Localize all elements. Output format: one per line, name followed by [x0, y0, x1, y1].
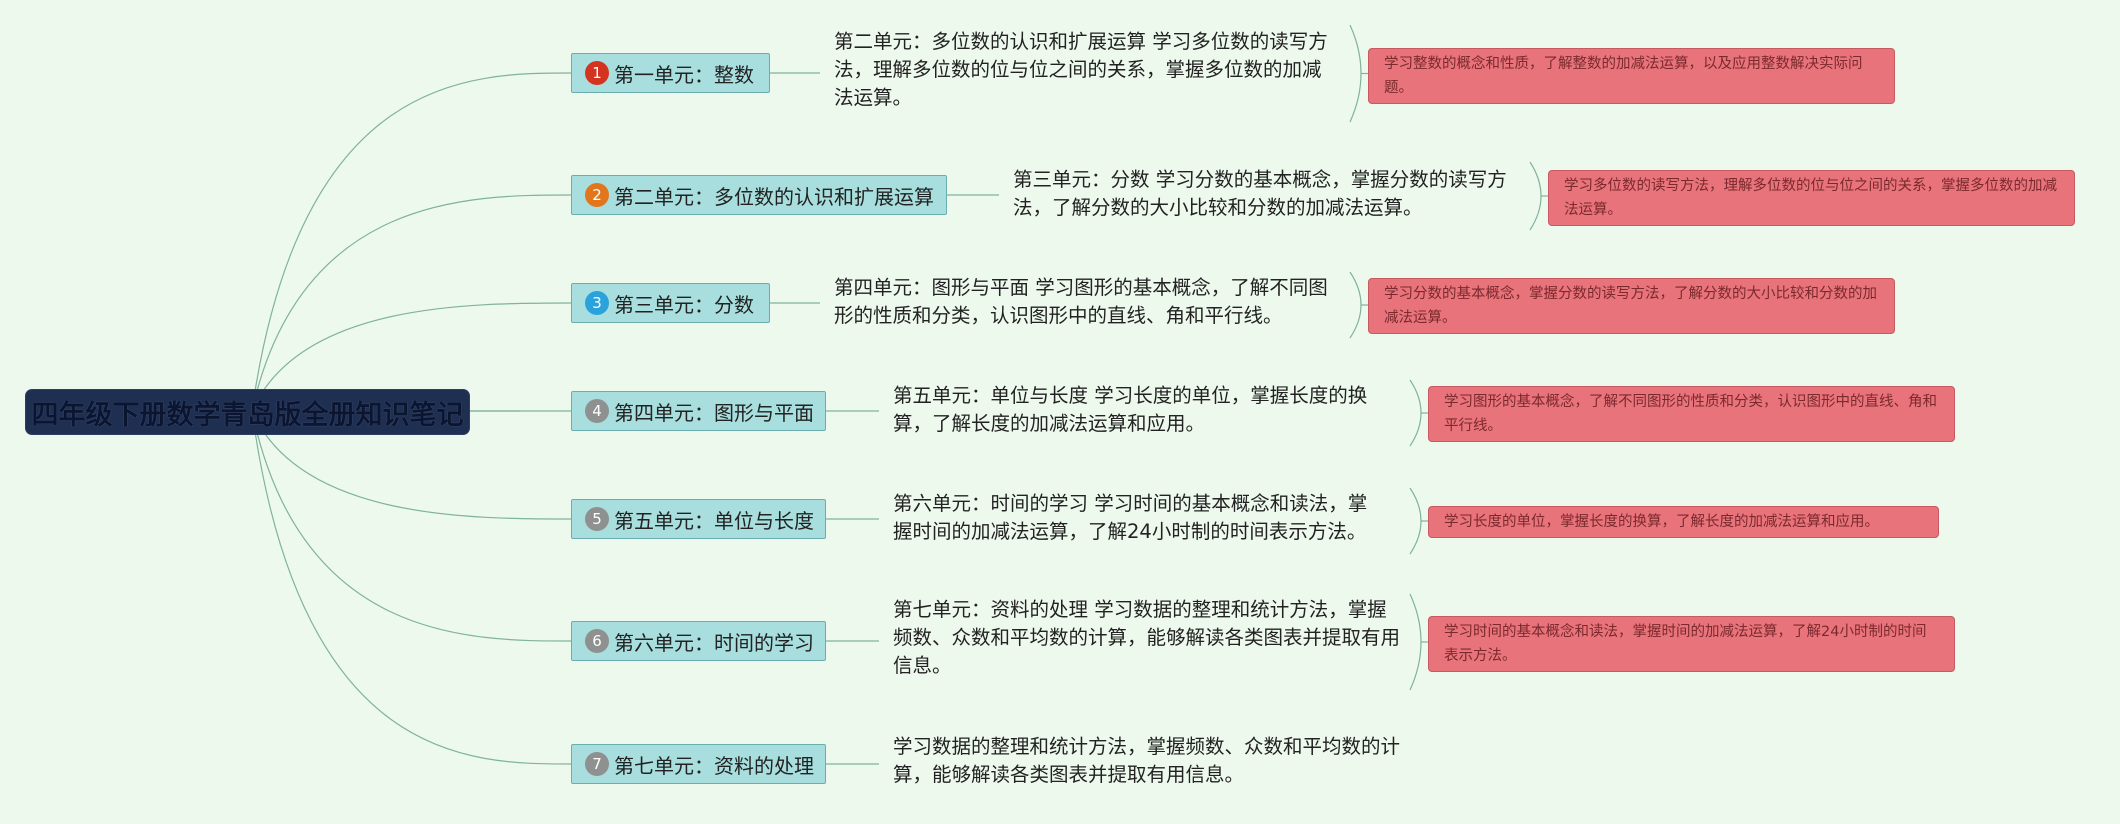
root-title: 四年级下册数学青岛版全册知识笔记 — [31, 399, 464, 431]
brace-line-3 — [1349, 271, 1362, 339]
number-badge: 7 — [585, 752, 609, 776]
summary-note-2[interactable]: 学习多位数的读写方法，理解多位数的位与位之间的关系，掌握多位数的加减法运算。 — [1548, 170, 2075, 226]
unit-description-1: 第二单元：多位数的认识和扩展运算 学习多位数的读写方法，理解多位数的位与位之间的… — [834, 30, 1328, 109]
brace-line-2 — [1529, 161, 1542, 231]
unit-label: 第三单元：分数 — [614, 292, 754, 317]
summary-note-5[interactable]: 学习长度的单位，掌握长度的换算，了解长度的加减法运算和应用。 — [1428, 506, 1939, 538]
branch-line-6 — [251, 410, 572, 642]
number-badge: 2 — [585, 183, 609, 207]
root-topic[interactable]: 四年级下册数学青岛版全册知识笔记 — [25, 389, 470, 435]
unit-description-2: 第三单元：分数 学习分数的基本概念，掌握分数的读写方法，了解分数的大小比较和分数… — [1013, 168, 1507, 219]
summary-note-3[interactable]: 学习分数的基本概念，掌握分数的读写方法，了解分数的大小比较和分数的加减法运算。 — [1368, 278, 1895, 334]
unit-description-6: 第七单元：资料的处理 学习数据的整理和统计方法，掌握频数、众数和平均数的计算，能… — [893, 598, 1401, 677]
unit-label: 第二单元：多位数的认识和扩展运算 — [614, 184, 934, 209]
unit-description-3: 第四单元：图形与平面 学习图形的基本概念，了解不同图形的性质和分类，认识图形中的… — [834, 276, 1328, 327]
brace-line-5 — [1409, 487, 1422, 555]
summary-note-4[interactable]: 学习图形的基本概念，了解不同图形的性质和分类，认识图形中的直线、角和平行线。 — [1428, 386, 1955, 442]
brace-line-6 — [1409, 593, 1422, 691]
number-badge: 5 — [585, 507, 609, 531]
branch-line-1 — [251, 72, 572, 412]
unit-description-4: 第五单元：单位与长度 学习长度的单位，掌握长度的换算，了解长度的加减法运算和应用… — [893, 384, 1368, 435]
number-badge: 1 — [585, 61, 609, 85]
branch-line-7 — [251, 410, 572, 765]
summary-note-6[interactable]: 学习时间的基本概念和读法，掌握时间的加减法运算，了解24小时制的时间表示方法。 — [1428, 616, 1955, 672]
number-badge: 4 — [585, 399, 609, 423]
unit-label: 第一单元：整数 — [614, 62, 754, 87]
brace-line-1 — [1349, 24, 1362, 123]
unit-label: 第四单元：图形与平面 — [614, 400, 814, 425]
unit-label: 第五单元：单位与长度 — [614, 508, 814, 533]
branch-line-3 — [251, 302, 572, 412]
unit-description-5: 第六单元：时间的学习 学习时间的基本概念和读法，掌握时间的加减法运算，了解24小… — [893, 492, 1368, 543]
unit-label: 第七单元：资料的处理 — [614, 753, 814, 778]
unit-label: 第六单元：时间的学习 — [614, 630, 814, 655]
brace-line-4 — [1409, 379, 1422, 447]
branch-line-2 — [251, 194, 572, 412]
number-badge: 6 — [585, 629, 609, 653]
summary-note-1[interactable]: 学习整数的概念和性质，了解整数的加减法运算，以及应用整数解决实际问题。 — [1368, 48, 1895, 104]
branch-line-5 — [251, 410, 572, 520]
number-badge: 3 — [585, 291, 609, 315]
unit-description-7: 学习数据的整理和统计方法，掌握频数、众数和平均数的计算，能够解读各类图表并提取有… — [893, 735, 1401, 786]
